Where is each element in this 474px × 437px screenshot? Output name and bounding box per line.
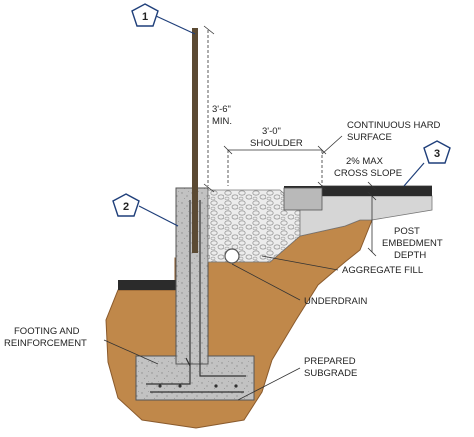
pentagon-icon [112,193,140,217]
height-unit-label: MIN. [212,116,232,127]
shoulder-label: SHOULDER [250,138,303,149]
footing-label-line2: REINFORCEMENT [4,338,87,349]
callout-3-number: 3 [434,148,440,160]
callout-1: 1 [131,3,196,35]
pentagon-icon [423,140,451,164]
post [192,28,198,253]
underdrain-label: UNDERDRAIN [304,296,367,307]
underdrain-pipe-icon [224,248,240,264]
aggregate-fill-label: AGGREGATE FILL [342,265,423,276]
embedment-label-line3: DEPTH [394,250,426,261]
pavement-surface [284,186,432,196]
embedment-dimension [367,191,377,257]
embedment-label-line2: EMBEDMENT [382,238,443,249]
shoulder-dimension [223,145,327,186]
slope-label-line2: CROSS SLOPE [334,168,402,179]
subgrade-label-line2: SUBGRADE [304,368,357,379]
embedment-label-line1: POST [394,226,420,237]
callout-1-number: 1 [142,11,148,23]
footing-label-line1: FOOTING AND [14,326,80,337]
shoulder-block [283,187,323,211]
reinforcement [146,200,246,393]
leader-lines [103,135,343,401]
hard-surface-label-line2: SURFACE [347,132,392,143]
height-dimension [203,25,215,193]
callout-2: 2 [112,193,179,227]
slope-label-line1: 2% MAX [346,156,384,167]
slope-dimension [317,181,432,191]
height-value-label: 3'-6" [212,104,231,115]
ground-surface-left [118,280,180,290]
hard-surface-label-line1: CONTINUOUS HARD [347,120,441,131]
subgrade-label-line1: PREPARED [304,356,356,367]
rebar-dots [158,384,238,388]
pentagon-icon [131,3,159,27]
callout-3: 3 [403,140,451,187]
callout-2-number: 2 [123,201,129,213]
shoulder-value-label: 3'-0" [262,126,281,137]
